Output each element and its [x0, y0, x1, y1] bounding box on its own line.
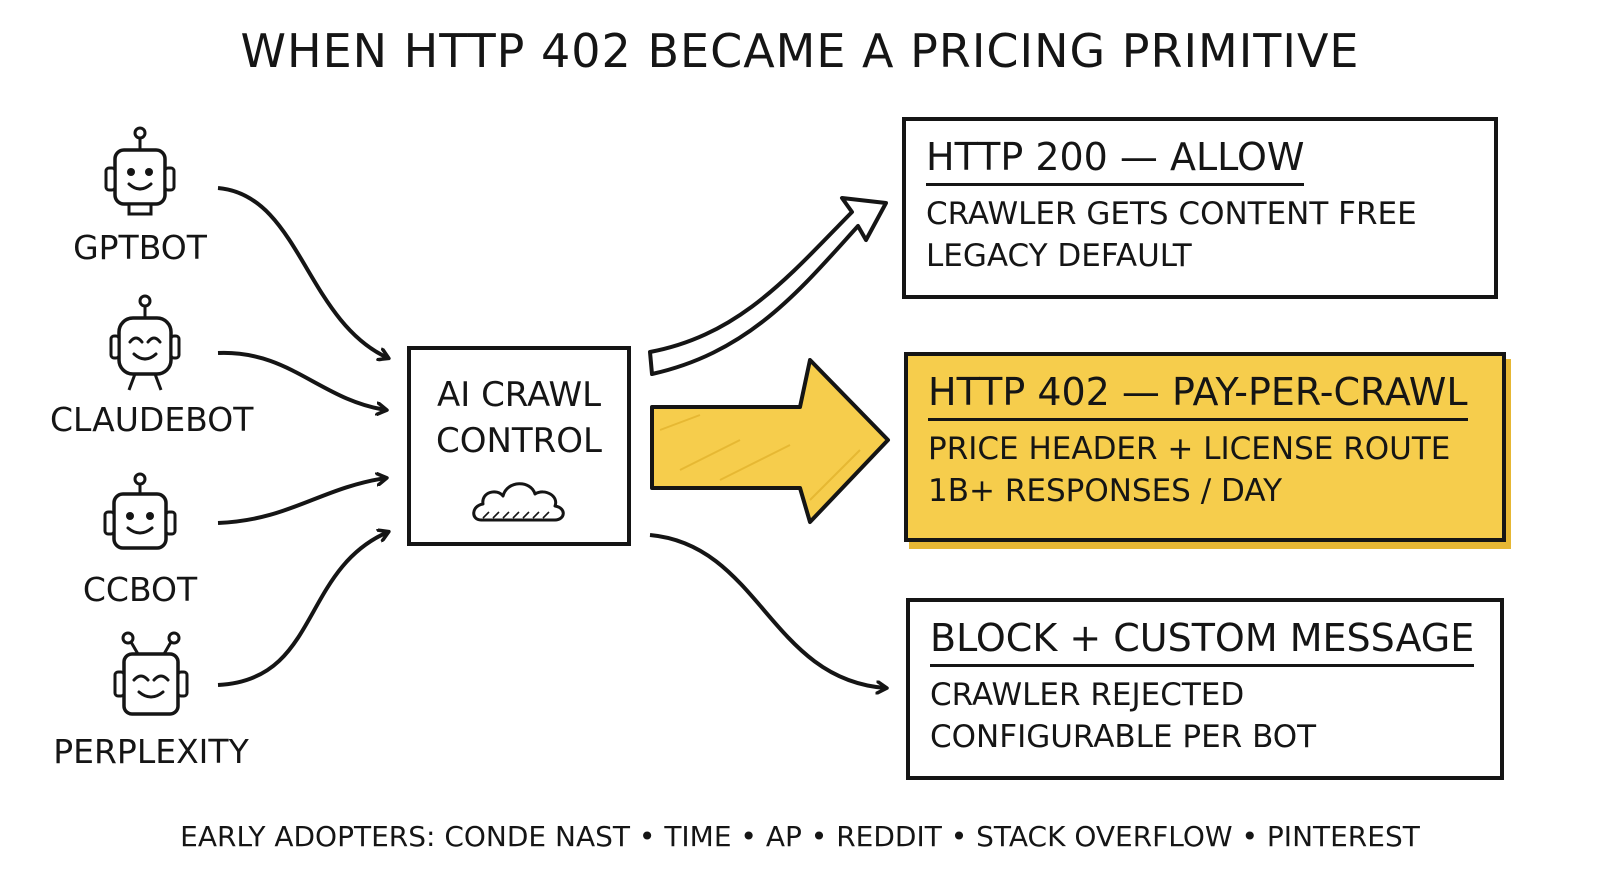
outcome-description: CRAWLER GETS CONTENT FREE — [926, 196, 1417, 232]
robot-happy-icon — [109, 294, 181, 391]
bot-label: GPTBOT — [73, 228, 207, 267]
bot-label: CLAUDEBOT — [50, 400, 254, 439]
outcome-description: CRAWLER REJECTED — [930, 677, 1245, 713]
outcome-description: PRICE HEADER + LICENSE ROUTE — [928, 431, 1451, 467]
outcome-title: HTTP 402 — PAY-PER-CRAWL — [928, 370, 1468, 421]
robot-smiling-icon — [104, 126, 176, 216]
bot-perplexity: PERPLEXITY — [46, 630, 256, 771]
connector-claudebot-to-hub — [217, 350, 386, 410]
outcome-block-box: BLOCK + CUSTOM MESSAGE CRAWLER REJECTED … — [906, 598, 1504, 780]
bot-ccbot: CCBOT — [60, 472, 220, 609]
connector-ccbot-to-hub — [217, 478, 386, 525]
ai-crawl-control-box: AI CRAWL CONTROL — [407, 346, 631, 546]
arrow-to-pay-per-crawl — [650, 358, 890, 524]
bot-claudebot: CLAUDEBOT — [50, 294, 254, 439]
robot-smiling-icon — [103, 472, 177, 550]
hub-title-line1: AI CRAWL — [436, 375, 602, 415]
bot-gptbot: GPTBOT — [60, 126, 220, 267]
hub-title: AI CRAWL CONTROL — [411, 372, 627, 464]
outcome-stat: 1B+ RESPONSES / DAY — [928, 473, 1283, 509]
robot-happy-icon — [113, 631, 189, 716]
outcome-title: HTTP 200 — ALLOW — [926, 135, 1305, 186]
bot-label: CCBOT — [82, 570, 198, 609]
arrow-to-allow — [648, 196, 888, 376]
hub-title-line2: CONTROL — [435, 421, 603, 461]
bot-label: PERPLEXITY — [53, 732, 249, 771]
outcome-allow-box: HTTP 200 — ALLOW CRAWLER GETS CONTENT FR… — [902, 117, 1498, 299]
outcome-title: BLOCK + CUSTOM MESSAGE — [930, 616, 1475, 667]
cloud-icon — [472, 482, 565, 522]
connector-perplexity-to-hub — [217, 532, 388, 687]
outcome-pay-per-crawl-box: HTTP 402 — PAY-PER-CRAWL PRICE HEADER + … — [904, 352, 1506, 542]
connector-gptbot-to-hub — [217, 186, 388, 358]
outcome-note: LEGACY DEFAULT — [926, 238, 1192, 274]
arrow-to-block — [649, 533, 886, 688]
diagram-title: WHEN HTTP 402 BECAME A PRICING PRIMITIVE — [240, 24, 1360, 78]
early-adopters-footer: EARLY ADOPTERS: CONDE NAST • TIME • AP •… — [180, 820, 1420, 853]
outcome-note: CONFIGURABLE PER BOT — [930, 719, 1317, 755]
